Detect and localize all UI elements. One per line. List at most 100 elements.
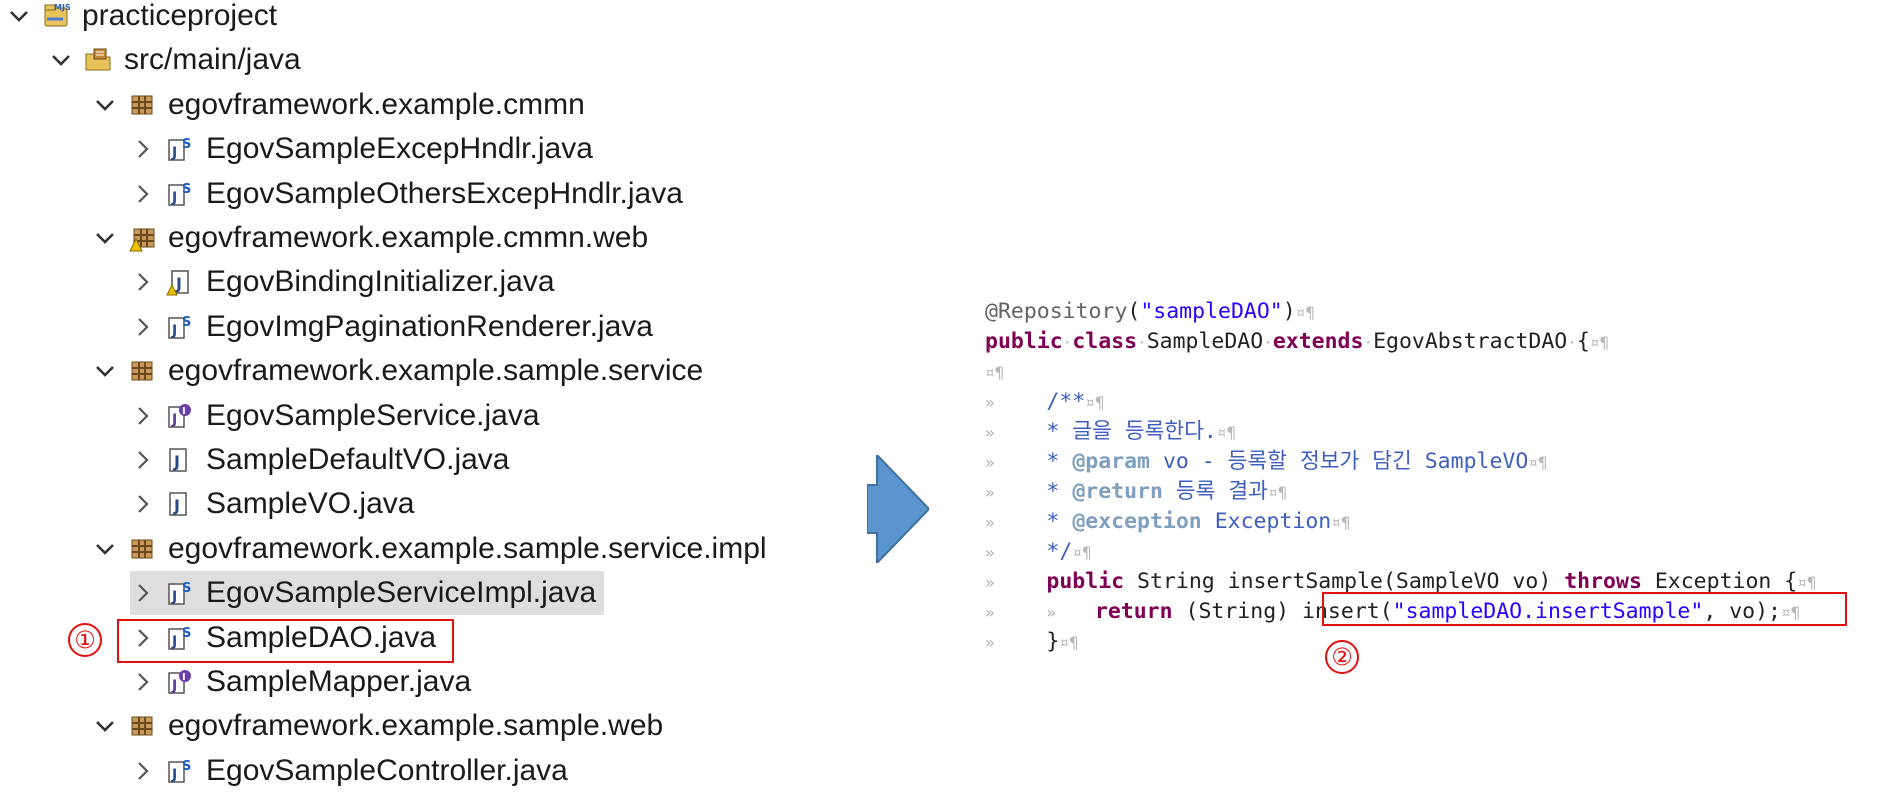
chevron-down-icon[interactable] [92, 713, 118, 739]
project-icon: MJS [42, 1, 70, 31]
method-signature-token: String insertSample(SampleVO vo) [1137, 569, 1552, 594]
chevron-right-icon[interactable] [130, 403, 156, 429]
chevron-right-icon[interactable] [130, 136, 156, 162]
chevron-down-icon[interactable] [92, 92, 118, 118]
code-line-6: » * @param vo - 등록할 정보가 담긴 SampleVO¤¶ [985, 447, 1548, 477]
right-arrow-icon [867, 455, 929, 563]
chevron-down-icon[interactable] [92, 358, 118, 384]
chevron-down-icon[interactable] [6, 3, 32, 29]
insert-call-token: insert( [1302, 599, 1393, 624]
keyword-token: throws [1564, 569, 1642, 594]
throws-type-token: Exception { [1654, 569, 1798, 594]
tree-item-label: egovframework.example.cmmn [168, 88, 585, 121]
svg-text:S: S [182, 759, 191, 774]
svg-text:S: S [182, 182, 191, 197]
ws-marker: » [985, 513, 995, 532]
ws-marker: ¤¶ [1797, 573, 1817, 592]
chevron-right-icon[interactable] [130, 625, 156, 651]
chevron-right-icon[interactable] [130, 758, 156, 784]
chevron-right-icon[interactable] [130, 181, 156, 207]
code-line-1: @Repository("sampleDAO")¤¶ [985, 299, 1315, 324]
svg-text:MJS: MJS [54, 3, 70, 12]
chevron-right-icon[interactable] [130, 669, 156, 695]
chevron-down-icon[interactable] [92, 225, 118, 251]
tree-item[interactable]: MJS practiceproject [6, 0, 277, 38]
source-folder-icon [84, 45, 112, 75]
ws-marker: » [985, 453, 995, 472]
chevron-right-icon[interactable] [130, 314, 156, 340]
fold-marker[interactable]: » [985, 393, 995, 412]
code-line-8: » * @exception Exception¤¶ [985, 507, 1350, 537]
tree-item-label: EgovSampleOthersExcepHndlr.java [206, 177, 683, 210]
tree-item-label: SampleVO.java [206, 487, 415, 520]
tree-item[interactable]: J EgovBindingInitializer.java [130, 260, 555, 304]
package-icon [128, 711, 156, 741]
tree-item-label: SampleDefaultVO.java [206, 443, 510, 476]
svg-text:J: J [171, 634, 177, 650]
cast-token: (String) [1185, 599, 1290, 624]
code-line-9: » */¤¶ [985, 537, 1092, 567]
tree-item[interactable]: egovframework.example.cmmn [92, 83, 585, 127]
tree-item-label: practiceproject [82, 0, 278, 32]
chevron-down-icon[interactable] [48, 47, 74, 73]
tree-item-label: egovframework.example.cmmn.web [168, 221, 649, 254]
tree-item-label: SampleDAO.java [206, 621, 437, 654]
chevron-right-icon[interactable] [130, 580, 156, 606]
ws-marker: » [985, 543, 995, 562]
class-name-token: SampleDAO [1146, 329, 1264, 354]
svg-text:J: J [171, 767, 177, 783]
ws-marker: ¤¶ [1331, 513, 1351, 532]
highlight-box-insert-call [1322, 592, 1847, 626]
chevron-right-icon[interactable] [130, 447, 156, 473]
java-icon: J [166, 489, 194, 519]
javadoc-tag: @exception [1072, 509, 1202, 534]
tree-item[interactable]: egovframework.example.cmmn.web [92, 216, 648, 260]
javadoc-tag: @param [1072, 449, 1150, 474]
tree-item-label: EgovBindingInitializer.java [206, 265, 555, 298]
tree-item[interactable]: egovframework.example.sample.service [92, 349, 703, 393]
tree-item-label: EgovSampleService.java [206, 399, 540, 432]
ws-marker: ¤¶ [985, 363, 1005, 382]
ws-marker: ¤¶ [1216, 423, 1237, 442]
annotation-token: @Repository [985, 299, 1128, 324]
svg-text:J: J [171, 589, 177, 605]
chevron-down-icon[interactable] [92, 536, 118, 562]
chevron-right-icon[interactable] [130, 269, 156, 295]
ws-marker: » [985, 633, 995, 652]
ws-marker: · [1363, 333, 1374, 352]
svg-text:J: J [171, 145, 177, 161]
tree-item[interactable]: src/main/java [48, 38, 301, 82]
tree-item[interactable]: egovframework.example.sample.service.imp… [92, 527, 767, 571]
ws-marker: · [1263, 333, 1273, 352]
ws-marker: ¤¶ [1295, 303, 1315, 322]
svg-text:J: J [171, 678, 177, 694]
javadoc-token: * [1046, 479, 1073, 504]
tree-item[interactable]: egovframework.example.sample.web [92, 704, 663, 748]
package-warning-icon [128, 223, 156, 253]
marker-2: ② [1325, 640, 1359, 674]
tree-item[interactable]: J SampleVO.java [130, 482, 414, 526]
fold-marker[interactable]: » [985, 573, 995, 592]
ws-marker: ¤¶ [1267, 483, 1288, 502]
code-line-4: » /**¤¶ [985, 387, 1105, 417]
keyword-token: public [1046, 569, 1125, 594]
ws-marker: · [1137, 333, 1147, 352]
tree-item-label: EgovSampleServiceImpl.java [206, 576, 597, 609]
chevron-right-icon[interactable] [130, 491, 156, 517]
brace-token: } [1046, 629, 1060, 654]
java-warning-icon: J [166, 267, 194, 297]
ws-marker: » [985, 483, 995, 502]
